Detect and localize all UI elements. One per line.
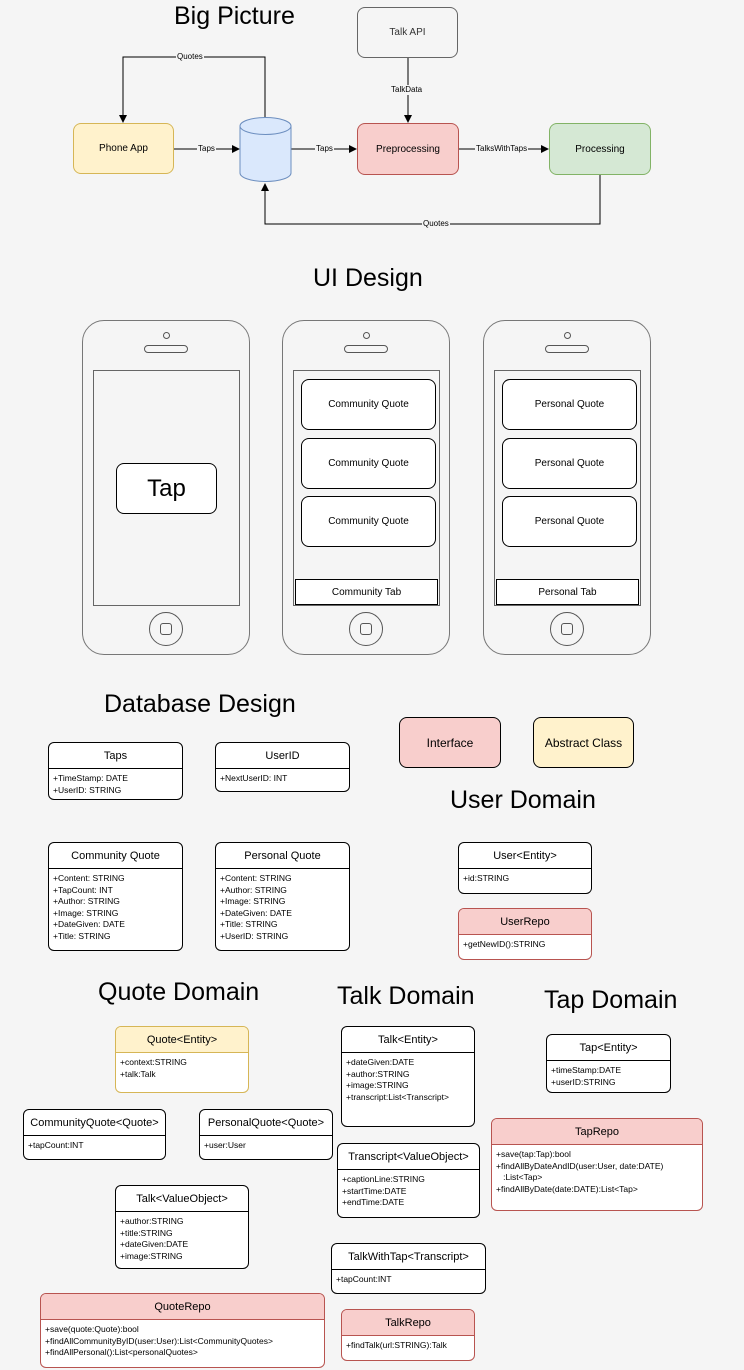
phone-personal-screen: Personal Quote Personal Quote Personal Q… <box>483 320 651 655</box>
class-user-repo[interactable]: UserRepo +getNewID():STRING <box>458 908 592 960</box>
class-tap-entity[interactable]: Tap<Entity> +timeStamp:DATE +userID:STRI… <box>546 1034 671 1093</box>
class-talk-repo[interactable]: TalkRepo +findTalk(url:STRING):Talk <box>341 1309 475 1361</box>
node-phone-app[interactable]: Phone App <box>73 123 174 174</box>
edge-label-talks-with-taps: TalksWithTaps <box>475 144 529 154</box>
class-name: User<Entity> <box>459 843 591 869</box>
class-taps[interactable]: Taps +TimeStamp: DATE +UserID: STRING <box>48 742 183 800</box>
class-name: UserRepo <box>459 909 591 935</box>
class-name: Transcript<ValueObject> <box>338 1144 479 1170</box>
node-talk-api[interactable]: Talk API <box>357 7 458 58</box>
title-database-design: Database Design <box>104 690 296 718</box>
class-fields: +context:STRING +talk:Talk <box>120 1057 187 1079</box>
phone-screen: Tap <box>93 370 240 606</box>
class-fields: +user:User <box>204 1140 246 1150</box>
database-cylinder-icon <box>239 117 292 182</box>
class-talk-value-object[interactable]: Talk<ValueObject> +author:STRING +title:… <box>115 1185 249 1269</box>
community-quote-card[interactable]: Community Quote <box>301 379 436 430</box>
class-tap-repo[interactable]: TapRepo +save(tap:Tap):bool +findAllByDa… <box>491 1118 703 1211</box>
title-big-picture: Big Picture <box>174 2 295 30</box>
class-name: TalkRepo <box>342 1310 474 1336</box>
title-ui-design: UI Design <box>313 264 423 292</box>
class-name: Tap<Entity> <box>547 1035 670 1061</box>
class-fields: +captionLine:STRING +startTime:DATE +end… <box>342 1174 425 1207</box>
personal-quote-card[interactable]: Personal Quote <box>502 496 637 547</box>
class-community-quote-q[interactable]: CommunityQuote<Quote> +tapCount:INT <box>23 1109 166 1160</box>
class-fields: +findTalk(url:STRING):Talk <box>346 1340 447 1350</box>
class-name: QuoteRepo <box>41 1294 324 1320</box>
tab-community[interactable]: Community Tab <box>295 579 438 605</box>
class-name: Quote<Entity> <box>116 1027 248 1053</box>
class-fields: +TimeStamp: DATE +UserID: STRING <box>53 773 128 795</box>
edge-label-quotes-top: Quotes <box>176 52 204 62</box>
phone-community-screen: Community Quote Community Quote Communit… <box>282 320 450 655</box>
phone-screen: Personal Quote Personal Quote Personal Q… <box>494 370 641 606</box>
home-button-icon[interactable] <box>349 612 383 646</box>
class-fields: +timeStamp:DATE +userID:STRING <box>551 1065 621 1087</box>
legend-interface: Interface <box>399 717 501 768</box>
class-fields: +tapCount:INT <box>336 1274 392 1284</box>
edge-quotes-top <box>119 56 266 123</box>
edge-label-taps-1: Taps <box>197 144 216 154</box>
phone-tap-screen: Tap <box>82 320 250 655</box>
class-name: Talk<ValueObject> <box>116 1186 248 1212</box>
camera-icon <box>363 332 370 339</box>
edge-quotes-bottom <box>261 175 601 225</box>
speaker-icon <box>344 345 388 353</box>
class-name: UserID <box>216 743 349 769</box>
class-transcript[interactable]: Transcript<ValueObject> +captionLine:STR… <box>337 1143 480 1218</box>
title-quote-domain: Quote Domain <box>98 978 260 1006</box>
class-fields: +id:STRING <box>463 873 510 883</box>
class-personal-quote-q[interactable]: PersonalQuote<Quote> +user:User <box>199 1109 333 1160</box>
home-button-icon[interactable] <box>149 612 183 646</box>
class-fields: +getNewID():STRING <box>463 939 546 949</box>
class-name: TalkWithTap<Transcript> <box>332 1244 485 1270</box>
class-quote-entity[interactable]: Quote<Entity> +context:STRING +talk:Talk <box>115 1026 249 1093</box>
class-fields: +author:STRING +title:STRING +dateGiven:… <box>120 1216 189 1261</box>
class-fields: +save(tap:Tap):bool +findAllByDateAndID(… <box>496 1149 664 1194</box>
class-fields: +dateGiven:DATE +author:STRING +image:ST… <box>346 1057 449 1102</box>
personal-quote-card[interactable]: Personal Quote <box>502 379 637 430</box>
class-talk-with-tap[interactable]: TalkWithTap<Transcript> +tapCount:INT <box>331 1243 486 1294</box>
class-fields: +NextUserID: INT <box>220 773 288 783</box>
class-name: TapRepo <box>492 1119 702 1145</box>
class-name: CommunityQuote<Quote> <box>24 1110 165 1136</box>
tap-button[interactable]: Tap <box>116 463 217 514</box>
class-fields: +save(quote:Quote):bool +findAllCommunit… <box>45 1324 273 1357</box>
home-button-icon[interactable] <box>550 612 584 646</box>
edge-label-talk-data: TalkData <box>390 85 424 95</box>
phone-screen: Community Quote Community Quote Communit… <box>293 370 440 606</box>
title-user-domain: User Domain <box>450 786 596 814</box>
class-name: Community Quote <box>49 843 182 869</box>
camera-icon <box>163 332 170 339</box>
community-quote-card[interactable]: Community Quote <box>301 496 436 547</box>
speaker-icon <box>545 345 589 353</box>
class-name: Personal Quote <box>216 843 349 869</box>
edge-label-quotes-bottom: Quotes <box>422 219 450 229</box>
personal-quote-card[interactable]: Personal Quote <box>502 438 637 489</box>
speaker-icon <box>144 345 188 353</box>
class-name: Talk<Entity> <box>342 1027 474 1053</box>
class-user-entity[interactable]: User<Entity> +id:STRING <box>458 842 592 894</box>
class-fields: +tapCount:INT <box>28 1140 84 1150</box>
node-preprocessing[interactable]: Preprocessing <box>357 123 459 175</box>
title-tap-domain: Tap Domain <box>544 986 678 1014</box>
class-quote-repo[interactable]: QuoteRepo +save(quote:Quote):bool +findA… <box>40 1293 325 1368</box>
node-processing[interactable]: Processing <box>549 123 651 175</box>
camera-icon <box>564 332 571 339</box>
class-personal-quote[interactable]: Personal Quote +Content: STRING +Author:… <box>215 842 350 951</box>
class-community-quote[interactable]: Community Quote +Content: STRING +TapCou… <box>48 842 183 951</box>
class-fields: +Content: STRING +Author: STRING +Image:… <box>220 873 292 941</box>
tab-personal[interactable]: Personal Tab <box>496 579 639 605</box>
community-quote-card[interactable]: Community Quote <box>301 438 436 489</box>
class-userid[interactable]: UserID +NextUserID: INT <box>215 742 350 792</box>
class-fields: +Content: STRING +TapCount: INT +Author:… <box>53 873 125 941</box>
legend-abstract-class: Abstract Class <box>533 717 634 768</box>
class-name: Taps <box>49 743 182 769</box>
class-talk-entity[interactable]: Talk<Entity> +dateGiven:DATE +author:STR… <box>341 1026 475 1127</box>
class-name: PersonalQuote<Quote> <box>200 1110 332 1136</box>
edge-label-taps-2: Taps <box>315 144 334 154</box>
title-talk-domain: Talk Domain <box>337 982 475 1010</box>
